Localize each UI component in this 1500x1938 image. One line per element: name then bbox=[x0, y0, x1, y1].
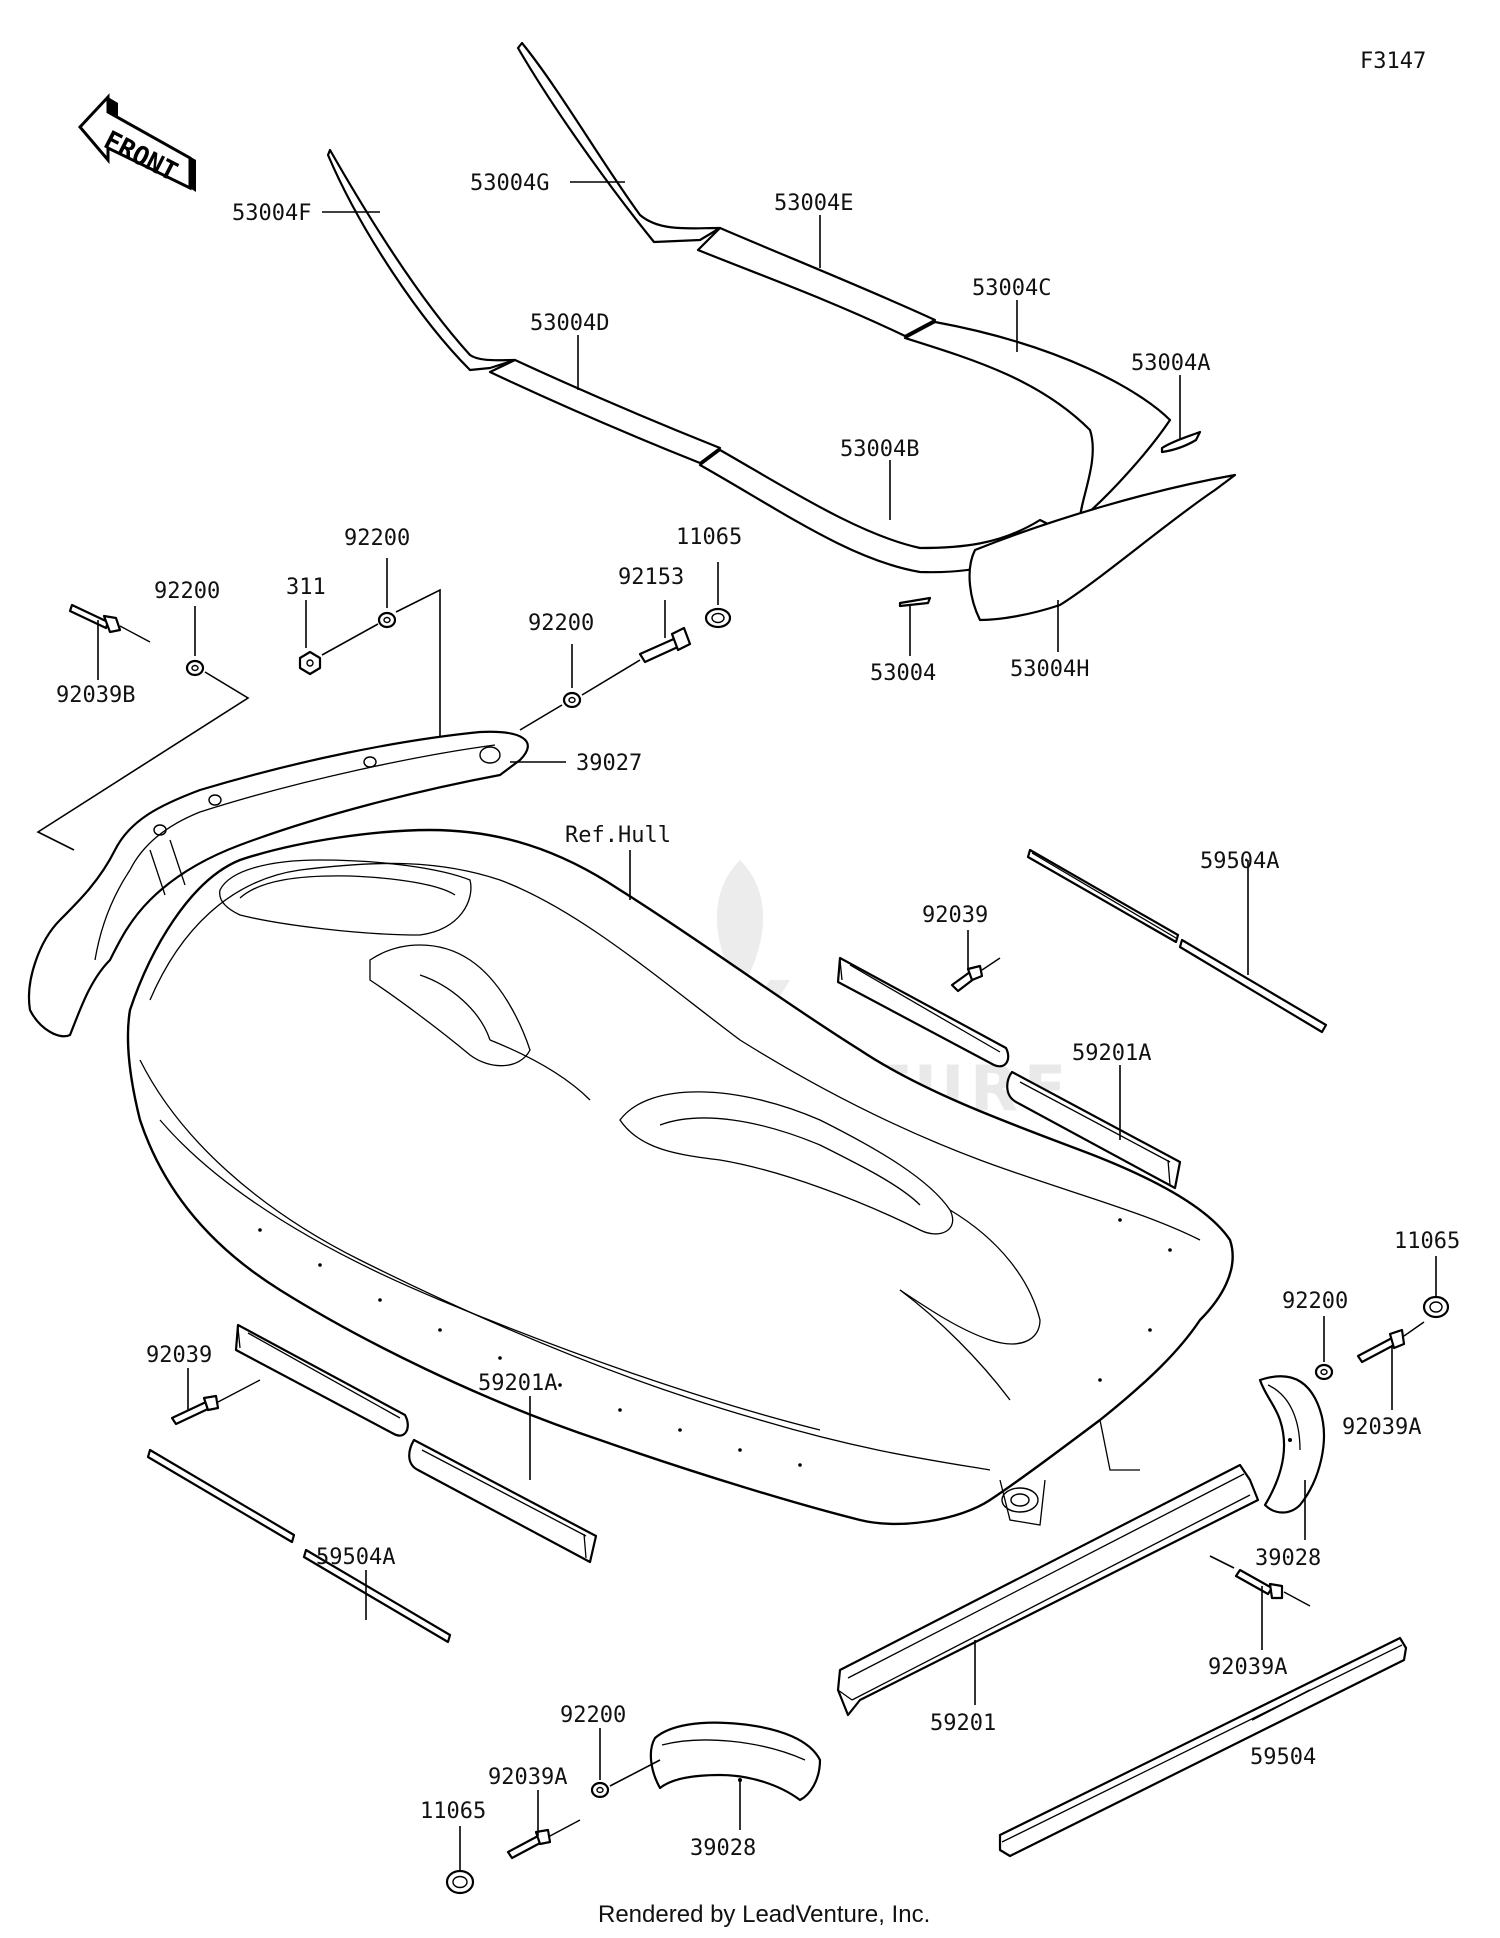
rail-59201A-right-upper[interactable] bbox=[836, 956, 1010, 1068]
label-53004E: 53004E bbox=[774, 191, 853, 216]
label-311: 311 bbox=[286, 575, 326, 600]
grab-handle-39027[interactable] bbox=[28, 730, 529, 1038]
mat-pad-labels: 53004G 53004F 53004E 53004D 53004C 53004… bbox=[232, 171, 1210, 686]
mat-pad-53004F[interactable] bbox=[326, 148, 517, 372]
cap-11065-bottom[interactable] bbox=[445, 1869, 475, 1895]
pin-92039A-lowright[interactable] bbox=[1234, 1568, 1311, 1607]
label-92039B: 92039B bbox=[56, 683, 135, 708]
washer-92200-top[interactable] bbox=[377, 611, 397, 629]
label-92200-left: 92200 bbox=[154, 579, 220, 604]
label-92039A-right: 92039A bbox=[1342, 1415, 1421, 1440]
label-53004H: 53004H bbox=[1010, 657, 1089, 682]
figure-id: F3147 bbox=[1360, 49, 1426, 74]
top-hardware: 11065 92153 92200 92200 311 bbox=[36, 525, 742, 851]
mat-pad-53004H[interactable] bbox=[968, 473, 1237, 622]
label-92039-mid: 92039 bbox=[922, 903, 988, 928]
label-53004A: 53004A bbox=[1131, 351, 1210, 376]
bolt-92153[interactable] bbox=[638, 626, 692, 664]
label-92200-mid: 92200 bbox=[528, 611, 594, 636]
label-59201A-right: 59201A bbox=[1072, 1041, 1151, 1066]
rail-59201A-right-lower[interactable] bbox=[1006, 1070, 1182, 1190]
label-53004C: 53004C bbox=[972, 276, 1051, 301]
rail-59201A-left-lower[interactable] bbox=[408, 1438, 598, 1564]
label-39027: 39027 bbox=[576, 751, 642, 776]
label-53004: 53004 bbox=[870, 661, 936, 686]
rail-59201[interactable] bbox=[836, 1463, 1260, 1717]
pin-92039-left[interactable] bbox=[170, 1379, 261, 1426]
label-11065-top: 11065 bbox=[676, 525, 742, 550]
rail-strip-59504[interactable] bbox=[998, 1636, 1408, 1858]
label-53004G: 53004G bbox=[470, 171, 549, 196]
bumper-39028-bottom[interactable] bbox=[649, 1721, 822, 1802]
label-53004D: 53004D bbox=[530, 311, 609, 336]
pin-92039B[interactable] bbox=[68, 603, 151, 643]
mat-pad-53004[interactable] bbox=[898, 596, 932, 608]
rail-59201A-left-upper[interactable] bbox=[234, 1323, 409, 1437]
label-59504A-left: 59504A bbox=[316, 1545, 395, 1570]
label-59504: 59504 bbox=[1250, 1745, 1316, 1770]
label-59201A-left: 59201A bbox=[478, 1371, 557, 1396]
label-39028-bottom: 39028 bbox=[690, 1836, 756, 1861]
nut-311[interactable] bbox=[298, 650, 322, 676]
label-92200-bottom: 92200 bbox=[560, 1703, 626, 1728]
washer-92200-right[interactable] bbox=[1314, 1363, 1334, 1381]
bumper-39028-right[interactable] bbox=[1258, 1375, 1326, 1514]
front-arrow-icon: FRONT bbox=[77, 93, 196, 192]
label-92153: 92153 bbox=[618, 565, 684, 590]
hull-reference bbox=[126, 828, 1234, 1526]
label-92039A-bottom: 92039A bbox=[488, 1765, 567, 1790]
label-39028-right: 39028 bbox=[1255, 1546, 1321, 1571]
mat-pad-53004E[interactable] bbox=[696, 226, 937, 338]
mat-pad-53004A[interactable] bbox=[1160, 430, 1202, 454]
label-11065-bottom: 11065 bbox=[420, 1799, 486, 1824]
cap-11065-top[interactable] bbox=[704, 607, 732, 629]
mat-pad-group bbox=[326, 41, 1237, 622]
rail-strip-59504A-right[interactable] bbox=[1026, 848, 1328, 1034]
washer-92200-left[interactable] bbox=[185, 659, 205, 677]
label-ref-hull: Ref.Hull bbox=[565, 823, 671, 848]
pin-92039A-bottom[interactable] bbox=[506, 1819, 581, 1860]
mat-pad-53004G[interactable] bbox=[516, 41, 722, 244]
pin-92039-mid[interactable] bbox=[950, 957, 1001, 993]
cap-11065-right[interactable] bbox=[1422, 1295, 1450, 1319]
label-92200-right: 92200 bbox=[1282, 1289, 1348, 1314]
footer-credit: Rendered by LeadVenture, Inc. bbox=[598, 1901, 930, 1928]
pin-92039A-right[interactable] bbox=[1356, 1321, 1425, 1364]
washer-92200-bottom[interactable] bbox=[590, 1781, 610, 1799]
label-92039A-lowright: 92039A bbox=[1208, 1655, 1287, 1680]
label-59201: 59201 bbox=[930, 1711, 996, 1736]
mat-pad-53004D[interactable] bbox=[488, 358, 722, 465]
label-53004B: 53004B bbox=[840, 437, 919, 462]
rail-strip-59504A-left[interactable] bbox=[146, 1448, 452, 1644]
label-11065-right: 11065 bbox=[1394, 1229, 1460, 1254]
label-53004F: 53004F bbox=[232, 201, 311, 226]
washer-92200-mid[interactable] bbox=[562, 691, 582, 709]
label-59504A-right: 59504A bbox=[1200, 849, 1279, 874]
label-92039-left: 92039 bbox=[146, 1343, 212, 1368]
label-92200-top: 92200 bbox=[344, 526, 410, 551]
